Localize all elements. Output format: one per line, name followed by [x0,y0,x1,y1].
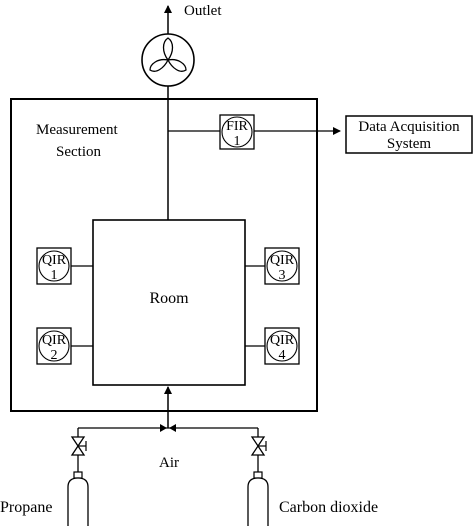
daq-box [345,115,473,154]
propane-valve-icon [70,436,87,456]
co2-valve-icon [250,436,267,456]
qir-4-sensor: QIR 4 [264,327,300,365]
measurement-section-box [10,98,318,412]
qir-2-num: 2 [51,348,58,363]
propane-cylinder-icon [67,471,89,526]
qir-3-num: 3 [279,268,286,283]
outlet-label: Outlet [184,3,222,19]
fir-1-sensor: FIR 1 [219,114,255,150]
qir-2-type: QIR [42,333,67,348]
room-label: Room [149,290,189,307]
measurement-section-label-2: Section [56,144,101,160]
fir-1-type: FIR [226,119,248,134]
fir-1-num: 1 [234,134,241,149]
co2-cylinder-icon [247,471,269,526]
room-box [92,219,246,386]
qir-1-type: QIR [42,253,67,268]
qir-3-type: QIR [270,253,295,268]
qir-1-num: 1 [51,268,58,283]
qir-2-sensor: QIR 2 [36,327,72,365]
co2-label: Carbon dioxide [279,499,378,516]
air-label: Air [159,455,179,471]
daq-label-2: System [387,136,432,152]
qir-4-type: QIR [270,333,295,348]
daq-label-1: Data Acquisition [358,119,460,135]
qir-3-sensor: QIR 3 [264,247,300,285]
qir-4-num: 4 [279,348,286,363]
measurement-section-label-1: Measurement [36,122,118,138]
fan-icon [141,33,195,87]
qir-1-sensor: QIR 1 [36,247,72,285]
propane-label: Propane [0,499,52,516]
